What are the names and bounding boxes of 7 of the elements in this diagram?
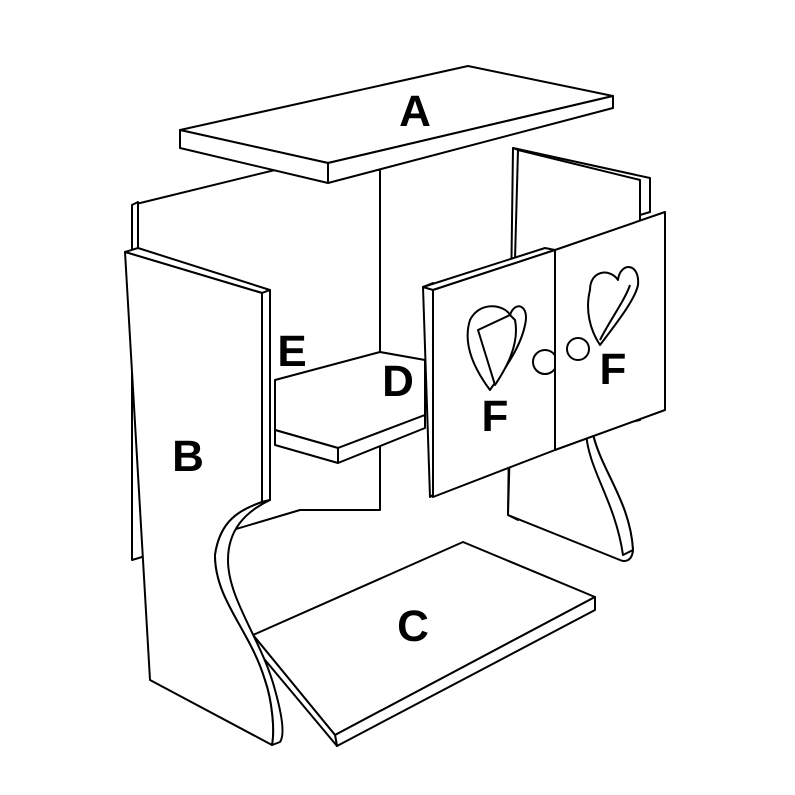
part-letter: A <box>399 90 431 134</box>
part-letter: F <box>482 395 508 439</box>
part-letter: E <box>277 330 307 374</box>
part-letter: C <box>397 605 429 649</box>
part-letter: B <box>172 435 204 479</box>
part-letter: D <box>382 360 414 404</box>
part-letter: F <box>600 348 626 392</box>
